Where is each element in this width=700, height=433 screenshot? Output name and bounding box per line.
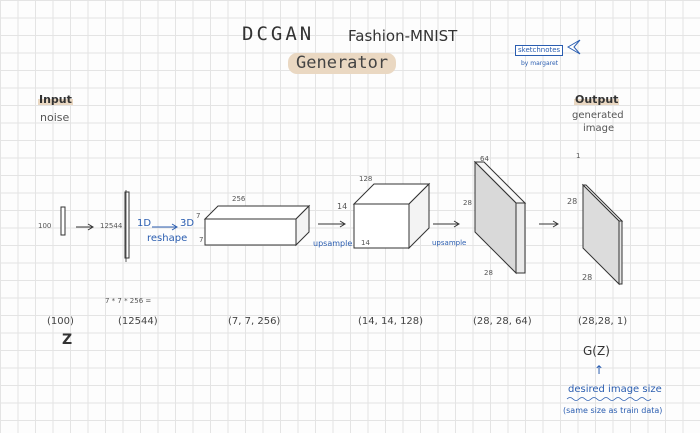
block3-w: 28: [484, 269, 493, 277]
block-7x7x256: [203, 204, 311, 247]
reshape-to: 3D: [180, 218, 195, 229]
up1-dim-a: 14: [337, 202, 348, 211]
output-shape: (28,28, 1): [578, 316, 628, 327]
brand-tag-icon: [567, 39, 581, 55]
arrow-upsample-2: [433, 220, 460, 228]
output-depth: 1: [576, 152, 581, 160]
block3-shape: (28, 28, 64): [473, 316, 532, 327]
up-arrow-icon: ↑: [594, 363, 605, 377]
slab-28x28x64: [473, 160, 527, 275]
block1-dim-b: 7: [199, 236, 204, 244]
input-shape: (100): [47, 316, 74, 327]
output-note-2: (same size as train data): [563, 406, 663, 415]
title-dataset: Fashion-MNIST: [348, 27, 458, 45]
arrow-input-to-flat: [76, 223, 94, 231]
upsample-2-label: upsample: [432, 239, 467, 247]
output-fn: G(Z): [583, 344, 610, 358]
arrow-upsample-1: [318, 220, 346, 228]
input-size: 100: [38, 222, 52, 230]
block3-h: 28: [463, 199, 472, 207]
flat-size: 12544: [100, 222, 123, 230]
input-vector-bar: [60, 206, 66, 236]
output-note-1: desired image size: [568, 384, 662, 395]
output-w: 28: [582, 273, 593, 282]
block-14x14x128: [352, 182, 431, 250]
block3-depth: 64: [480, 155, 489, 163]
input-desc: noise: [40, 111, 70, 124]
upsample-1-label: upsample: [313, 239, 353, 248]
brand-badge: sketchnotes: [515, 45, 564, 56]
input-label: Input: [38, 93, 73, 106]
block1-shape: (7, 7, 256): [228, 316, 281, 327]
reshape-from: 1D: [137, 218, 152, 229]
output-h: 28: [567, 197, 578, 206]
arrow-reshape: [152, 223, 178, 231]
block1-depth: 256: [232, 195, 246, 203]
block2-depth: 128: [359, 175, 373, 183]
wavy-underline: [566, 397, 652, 401]
flat-vector-bar: [124, 190, 130, 262]
arrow-to-output: [539, 220, 559, 228]
brand-byline: by margaret: [521, 60, 559, 67]
flat-shape: (12544): [118, 316, 158, 327]
output-desc-1: generated: [572, 110, 624, 121]
output-desc-2: image: [583, 123, 615, 134]
subtitle-generator: Generator: [288, 53, 397, 74]
title-model: DCGAN: [242, 23, 315, 45]
output-label: Output: [574, 93, 620, 106]
block1-dim-a: 7: [196, 212, 201, 220]
block2-shape: (14, 14, 128): [358, 316, 424, 327]
flat-calc: 7 * 7 * 256 =: [105, 297, 152, 305]
slab-28x28x1: [581, 183, 624, 286]
up1-dim-b: 14: [361, 239, 370, 247]
input-var: Z: [62, 332, 73, 348]
reshape-label: reshape: [147, 233, 188, 244]
